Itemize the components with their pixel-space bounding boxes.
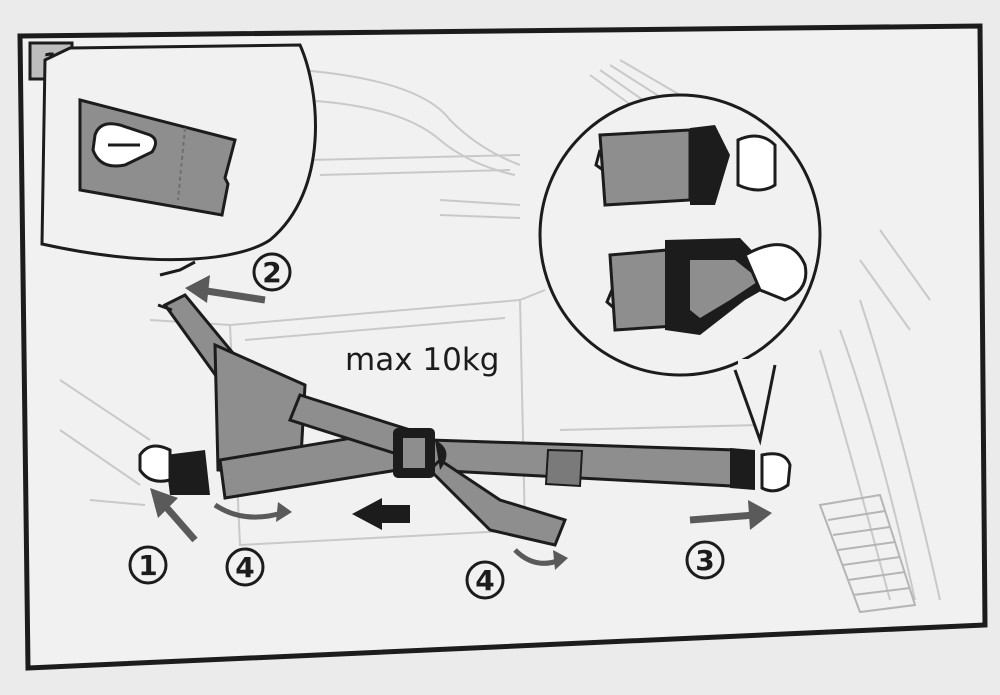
callout-4-right-label: 4 [475, 564, 494, 597]
callout-2-label: 2 [262, 256, 281, 289]
callout-3: 3 [687, 542, 723, 578]
callout-1-label: 1 [138, 549, 157, 582]
callout-4-left: 4 [227, 549, 263, 585]
callout-2: 2 [254, 254, 290, 290]
callout-3-label: 3 [695, 544, 714, 577]
max-weight-label: max 10kg [345, 342, 499, 378]
callout-4-right: 4 [467, 562, 503, 598]
callout-1: 1 [130, 547, 166, 583]
callout-4-left-label: 4 [235, 551, 254, 584]
strap-keeper-loop [546, 450, 582, 486]
